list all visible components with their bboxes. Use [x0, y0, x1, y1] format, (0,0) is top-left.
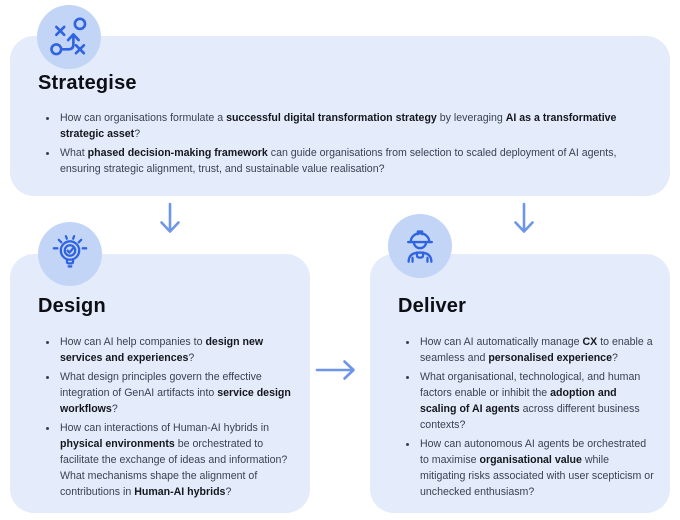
arrow-down-icon	[514, 202, 534, 233]
strategise-question-list: How can organisations formulate a succes…	[38, 110, 640, 177]
card-design: Design How can AI help companies to desi…	[10, 254, 310, 513]
strategy-tactics-icon	[50, 17, 87, 56]
question-bullet: How can autonomous AI agents be orchestr…	[418, 436, 654, 500]
question-bullet: What design principles govern the effect…	[58, 369, 294, 417]
question-bullet: What phased decision-making framework ca…	[58, 145, 640, 177]
question-bullet: What organisational, technological, and …	[418, 369, 654, 433]
strategise-icon-badge	[37, 5, 101, 69]
arrow-right-icon	[315, 360, 355, 380]
lightbulb-check-icon	[52, 235, 88, 268]
engineer-hardhat-icon	[407, 230, 433, 263]
deliver-icon-badge	[388, 214, 452, 278]
question-bullet: How can organisations formulate a succes…	[58, 110, 640, 142]
card-title-design: Design	[38, 295, 106, 317]
design-question-list: How can AI help companies to design new …	[38, 334, 294, 500]
question-bullet: How can AI help companies to design new …	[58, 334, 294, 366]
card-title-strategise: Strategise	[38, 72, 137, 94]
card-title-deliver: Deliver	[398, 295, 467, 317]
question-bullet: How can AI automatically manage CX to en…	[418, 334, 654, 366]
card-strategise: Strategise How can organisations formula…	[10, 36, 670, 196]
arrow-down-icon	[160, 202, 180, 233]
card-deliver: Deliver How can AI automatically manage …	[370, 254, 670, 513]
design-icon-badge	[38, 222, 102, 286]
deliver-question-list: How can AI automatically manage CX to en…	[398, 334, 654, 500]
question-bullet: How can interactions of Human-AI hybrids…	[58, 420, 294, 500]
